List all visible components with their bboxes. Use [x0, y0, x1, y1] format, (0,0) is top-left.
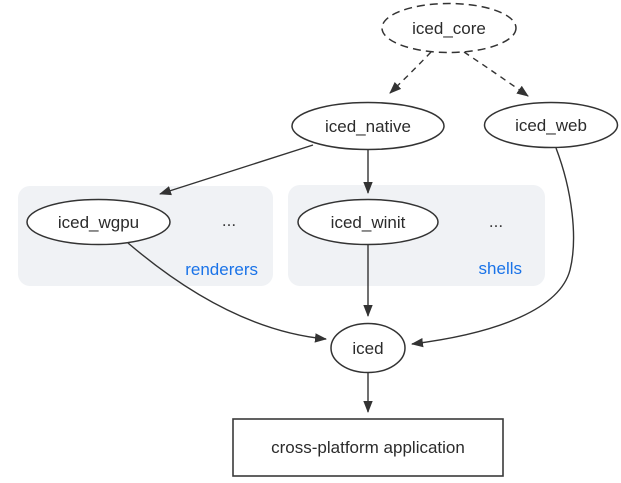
node-cross-platform-application-label: cross-platform application	[271, 438, 465, 457]
node-iced-winit: iced_winit	[297, 198, 439, 246]
group-shells-label: shells	[479, 259, 522, 278]
node-iced-core: iced_core	[381, 2, 517, 54]
group-renderers-label: renderers	[185, 260, 258, 279]
edge-native-to-wgpu	[159, 144, 314, 196]
node-iced-core-label: iced_core	[412, 19, 486, 38]
node-cross-platform-application: cross-platform application	[232, 418, 504, 477]
node-iced-winit-shape	[297, 198, 439, 246]
edge-core-to-native	[389, 51, 432, 94]
node-iced-label: iced	[352, 339, 383, 358]
node-iced-native: iced_native	[291, 101, 445, 151]
node-iced-winit-label: iced_winit	[331, 213, 406, 232]
node-iced-web: iced_web	[483, 101, 619, 149]
node-iced: iced	[330, 322, 406, 374]
node-iced-native-label: iced_native	[325, 117, 411, 136]
node-iced-shape	[330, 322, 406, 374]
node-iced-wgpu-label: iced_wgpu	[58, 213, 139, 232]
node-iced-core-shape	[381, 2, 517, 54]
group-renderers-ellipsis: ...	[222, 211, 236, 230]
group-shells-ellipsis: ...	[489, 212, 503, 231]
edge-wgpu-to-iced	[127, 242, 327, 343]
node-iced-wgpu: iced_wgpu	[26, 198, 171, 246]
node-iced-native-shape	[291, 101, 445, 151]
edge-web-to-iced	[411, 147, 575, 348]
node-iced-wgpu-shape	[26, 198, 171, 246]
node-cross-platform-application-shape	[232, 418, 504, 477]
node-iced-web-label: iced_web	[515, 116, 587, 135]
node-iced-web-shape	[483, 101, 619, 149]
edge-core-to-web	[463, 51, 529, 97]
